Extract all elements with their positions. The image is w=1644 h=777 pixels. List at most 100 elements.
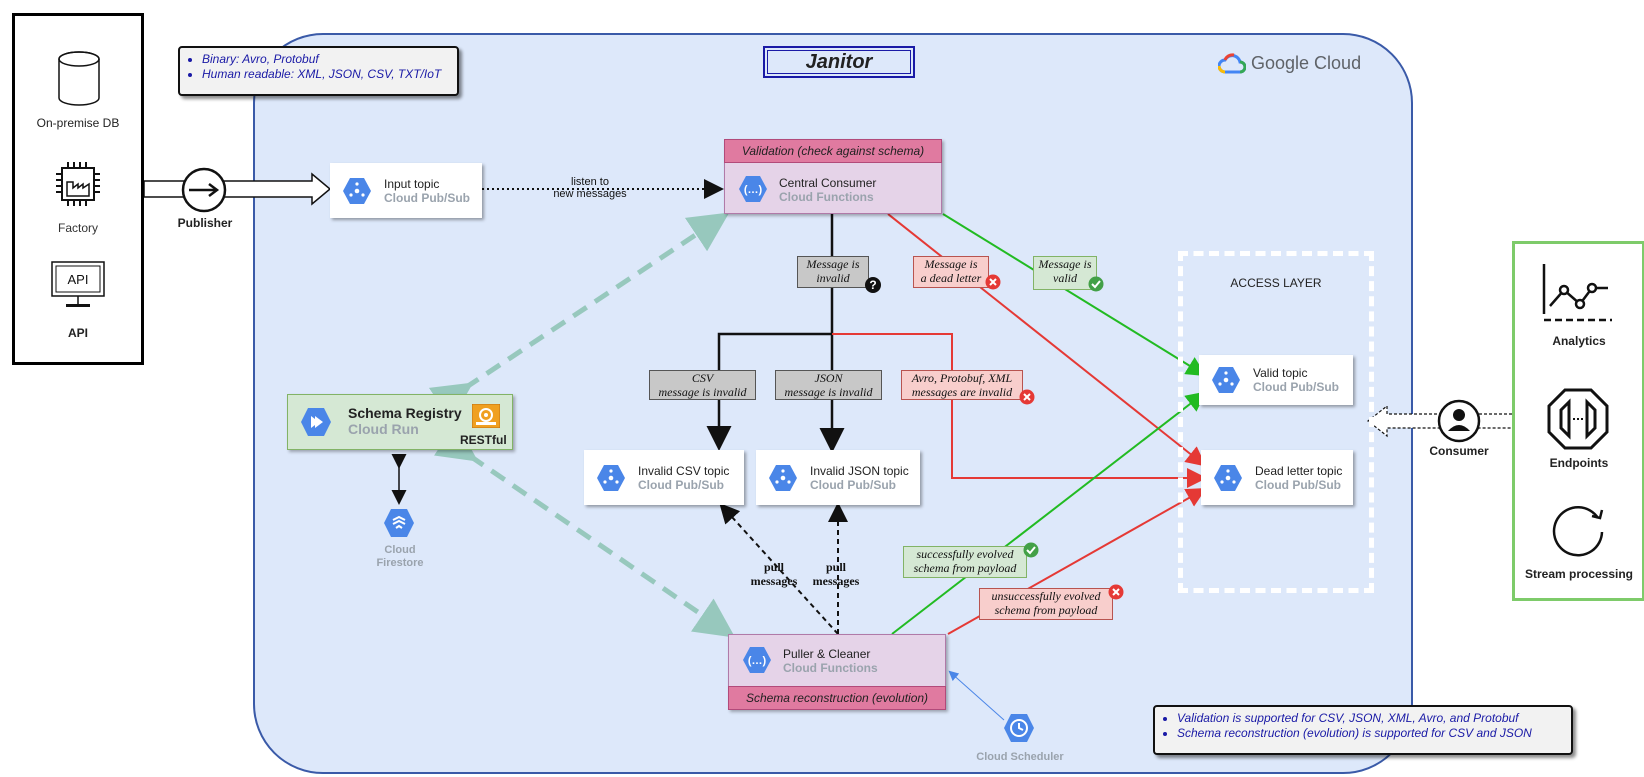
valid-topic-node[interactable]: Valid topic Cloud Pub/Sub — [1199, 355, 1353, 405]
avro-invalid-tag: Avro, Protobuf, XML messages are invalid — [901, 370, 1023, 400]
api-gear-icon — [472, 404, 500, 428]
api-screen-text: API — [68, 272, 89, 287]
google-cloud-logo: Google Cloud — [1218, 49, 1361, 77]
tag-line: a dead letter — [920, 271, 982, 285]
node-title: Dead letter topic — [1255, 464, 1343, 478]
pubsub-icon — [343, 177, 371, 204]
analytics-icon — [1542, 264, 1612, 322]
tag-line: successfully evolved — [916, 547, 1014, 561]
publisher-icon — [181, 167, 227, 213]
node-title: Invalid JSON topic — [810, 464, 909, 478]
node-subtitle: Cloud Functions — [779, 190, 874, 204]
node-title: Valid topic — [1253, 366, 1308, 380]
invalid-json-topic-node[interactable]: Invalid JSON topic Cloud Pub/Sub — [756, 450, 920, 505]
pubsub-icon — [1214, 464, 1242, 491]
puller-footer: Schema reconstruction (evolution) — [728, 686, 946, 710]
tag-line: Message is — [806, 257, 860, 271]
error-icon — [1019, 389, 1035, 405]
note-item: Human readable: XML, JSON, CSV, TXT/IoT — [202, 67, 451, 82]
schema-registry-node[interactable]: Schema Registry Cloud Run RESTful — [287, 394, 513, 450]
tag-line: CSV — [691, 371, 714, 385]
pubsub-icon — [769, 464, 797, 491]
tag-line: JSON — [814, 371, 843, 385]
node-subtitle: Cloud Functions — [783, 661, 878, 675]
note-item: Binary: Avro, Protobuf — [202, 52, 451, 67]
central-consumer-node[interactable]: Validation (check against schema) (…) Ce… — [724, 139, 942, 214]
stream-processing-icon — [1552, 506, 1604, 557]
error-icon — [1108, 584, 1124, 600]
note-item: Schema reconstruction (evolution) is sup… — [1177, 726, 1565, 741]
firestore-icon — [384, 509, 414, 537]
tag-line: message is invalid — [658, 385, 747, 399]
brand-label: Google Cloud — [1251, 52, 1362, 73]
tag-line: pull — [763, 560, 784, 574]
node-title: Central Consumer — [779, 176, 877, 190]
tag-line: pull — [825, 560, 846, 574]
diagram-title: Janitor — [763, 46, 915, 78]
listen-line: listen to — [571, 176, 609, 188]
node-title: Input topic — [384, 177, 440, 191]
svg-text:?: ? — [869, 278, 876, 292]
registry-central-edge — [428, 212, 730, 422]
node-subtitle: Cloud Pub/Sub — [638, 478, 724, 492]
avro-invalid-edge — [832, 333, 1207, 488]
check-icon — [1023, 542, 1039, 558]
pull-label-1: pull messages — [744, 560, 804, 588]
pubsub-icon — [597, 464, 625, 491]
cloud-functions-icon: (…) — [743, 647, 771, 673]
svg-text:(…): (…) — [744, 184, 763, 196]
registry-extra: RESTful — [460, 433, 507, 447]
pubsub-icon — [1212, 367, 1240, 393]
access-layer — [1178, 251, 1374, 593]
tag-line: schema from payload — [913, 561, 1017, 575]
json-invalid-tag: JSON message is invalid — [775, 370, 882, 400]
error-icon — [985, 274, 1001, 290]
factory-chip-icon — [56, 162, 100, 206]
msg-dead-tag: Message is a dead letter — [913, 256, 989, 288]
puller-cleaner-node[interactable]: (…) Puller & Cleaner Cloud Functions Sch… — [728, 634, 946, 710]
evolved-fail-tag: unsuccessfully evolved schema from paylo… — [979, 588, 1113, 620]
tag-line: messages — [750, 574, 798, 588]
valid-edge — [942, 213, 1207, 377]
api-icon: API — [51, 261, 105, 307]
tag-line: Message is — [924, 257, 978, 271]
stream-label: Stream processing — [1524, 567, 1634, 581]
check-icon — [1088, 276, 1104, 292]
firestore-label: Cloud Firestore — [360, 544, 440, 570]
tag-line: messages — [812, 574, 860, 588]
dead-letter-topic-node[interactable]: Dead letter topic Cloud Pub/Sub — [1201, 450, 1353, 505]
node-subtitle: Cloud Pub/Sub — [1253, 380, 1339, 394]
google-cloud-icon — [1218, 53, 1246, 74]
node-subtitle: Cloud Pub/Sub — [810, 478, 896, 492]
tag-line: message is invalid — [784, 385, 873, 399]
cloud-scheduler-icon — [1004, 714, 1034, 742]
tag-line: valid — [1053, 271, 1077, 285]
node-title: Puller & Cleaner — [783, 647, 871, 661]
msg-invalid-tag: Message is invalid — [797, 256, 869, 288]
publisher-label: Publisher — [177, 216, 233, 230]
endpoints-icon — [1547, 388, 1609, 450]
access-layer-title: ACCESS LAYER — [1230, 276, 1322, 290]
invalid-csv-topic-node[interactable]: Invalid CSV topic Cloud Pub/Sub — [584, 450, 744, 505]
database-icon — [58, 51, 100, 106]
input-topic-node[interactable]: Input topic Cloud Pub/Sub — [330, 163, 482, 218]
publish-arrow — [143, 172, 332, 206]
formats-note: Binary: Avro, Protobuf Human readable: X… — [178, 46, 459, 96]
scheduler-label: Cloud Scheduler — [976, 751, 1064, 763]
question-icon: ? — [865, 277, 881, 293]
scheduler-edge — [948, 670, 1005, 721]
pull-label-2: pull messages — [806, 560, 866, 588]
cloud-functions-icon: (…) — [739, 176, 767, 202]
evolved-ok-tag: successfully evolved schema from payload — [903, 546, 1027, 578]
tag-line: schema from payload — [994, 603, 1098, 617]
tag-line: messages are invalid — [911, 385, 1013, 399]
tag-line: Avro, Protobuf, XML — [911, 371, 1013, 385]
node-subtitle: Cloud Pub/Sub — [1255, 478, 1341, 492]
svg-text:(…): (…) — [748, 655, 767, 667]
tag-line: unsuccessfully evolved — [991, 589, 1101, 603]
msg-valid-tag: Message is valid — [1033, 256, 1097, 290]
label-line: Firestore — [376, 557, 424, 569]
tag-line: invalid — [816, 271, 850, 285]
pull-csv-edge — [719, 503, 839, 635]
node-subtitle: Cloud Pub/Sub — [384, 191, 470, 205]
